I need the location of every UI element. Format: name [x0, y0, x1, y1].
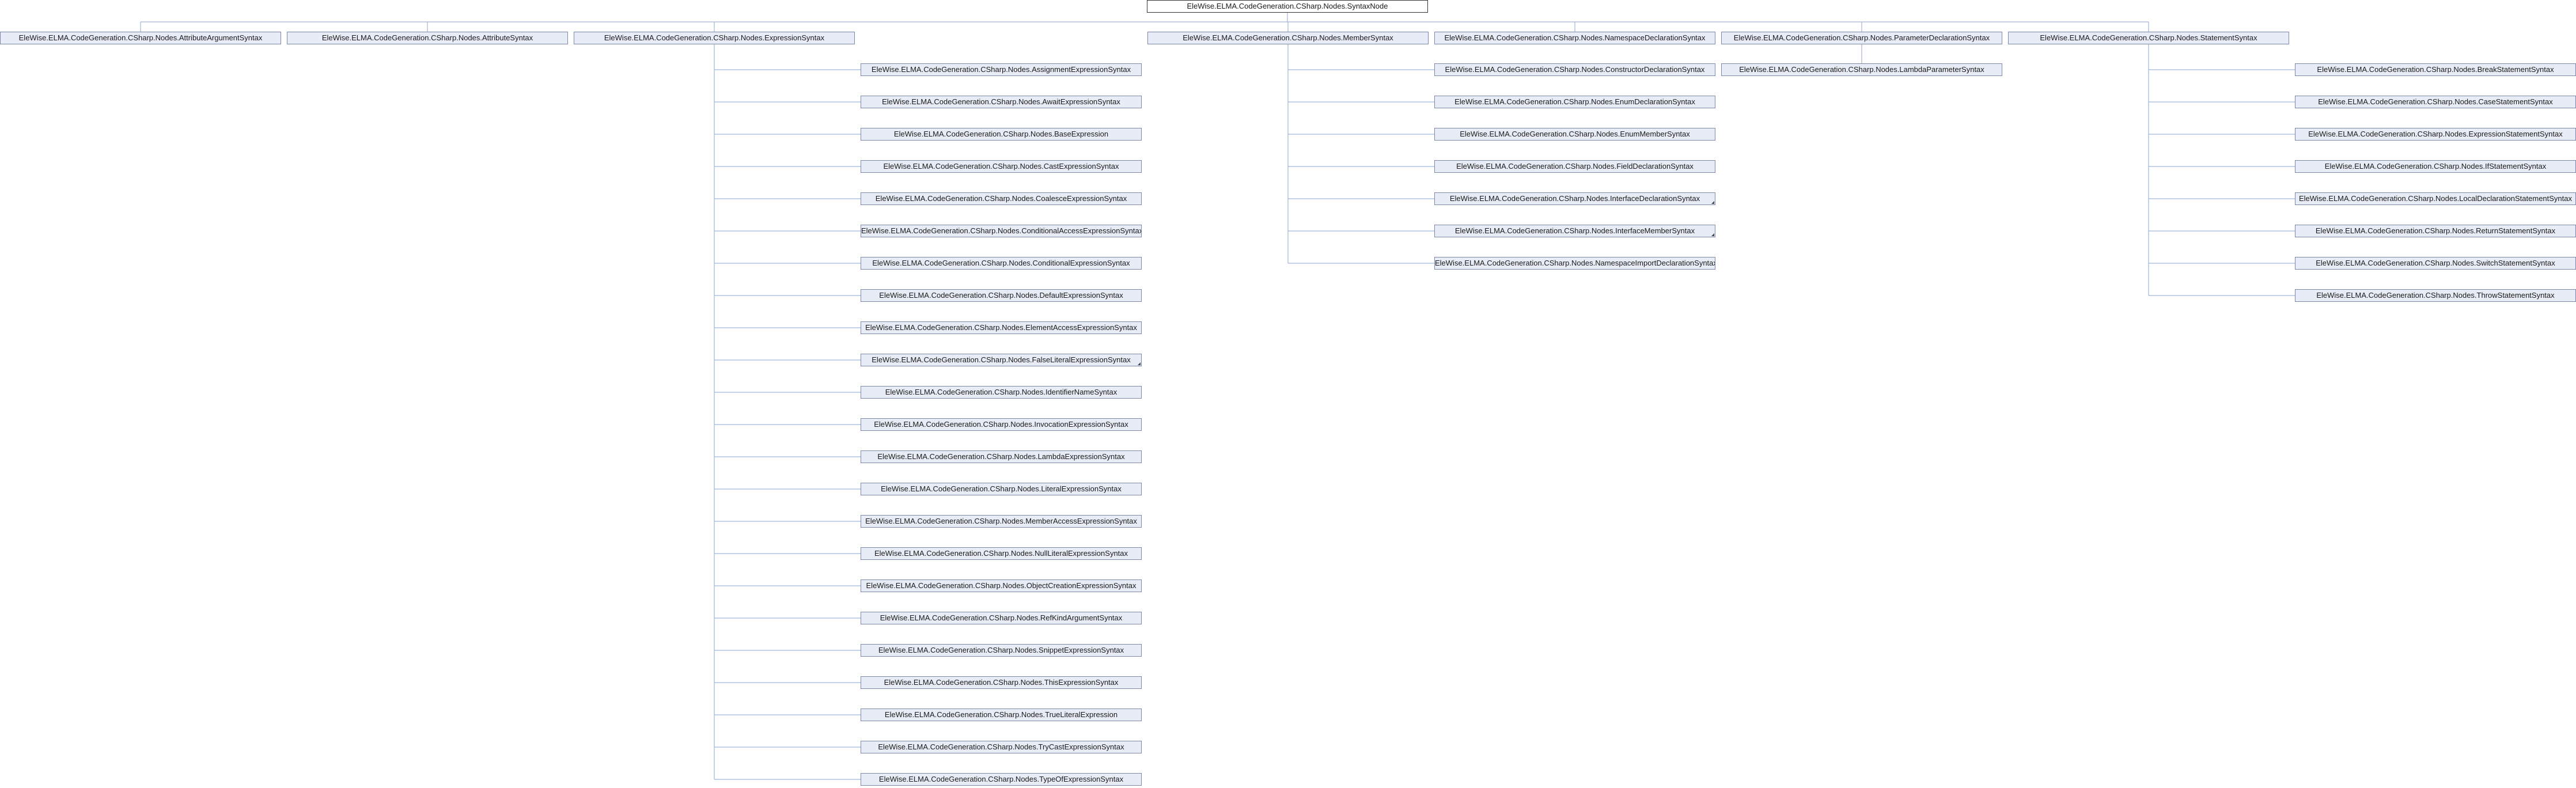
- collapsed-children-icon[interactable]: [1711, 201, 1714, 204]
- class-node-label: EleWise.ELMA.CodeGeneration.CSharp.Nodes…: [875, 194, 1127, 203]
- child-class-node[interactable]: EleWise.ELMA.CodeGeneration.CSharp.Nodes…: [861, 386, 1142, 399]
- class-node-label: EleWise.ELMA.CodeGeneration.CSharp.Nodes…: [865, 323, 1137, 332]
- class-node-label: EleWise.ELMA.CodeGeneration.CSharp.Nodes…: [1733, 33, 1990, 42]
- child-class-node[interactable]: EleWise.ELMA.CodeGeneration.CSharp.Nodes…: [861, 354, 1142, 366]
- root-class-node[interactable]: EleWise.ELMA.CodeGeneration.CSharp.Nodes…: [1147, 0, 1428, 13]
- collapsed-children-icon[interactable]: [1138, 362, 1141, 365]
- class-node-label: EleWise.ELMA.CodeGeneration.CSharp.Nodes…: [2298, 194, 2573, 203]
- class-node-label: EleWise.ELMA.CodeGeneration.CSharp.Nodes…: [878, 742, 1124, 751]
- level1-class-node[interactable]: EleWise.ELMA.CodeGeneration.CSharp.Nodes…: [1147, 32, 1429, 44]
- collapsed-children-icon[interactable]: [1711, 233, 1714, 236]
- child-class-node[interactable]: EleWise.ELMA.CodeGeneration.CSharp.Nodes…: [861, 547, 1142, 560]
- level1-class-node[interactable]: EleWise.ELMA.CodeGeneration.CSharp.Nodes…: [1434, 32, 1715, 44]
- class-node-label: EleWise.ELMA.CodeGeneration.CSharp.Nodes…: [1456, 162, 1694, 171]
- child-class-node[interactable]: EleWise.ELMA.CodeGeneration.CSharp.Nodes…: [1434, 192, 1715, 205]
- class-node-label: EleWise.ELMA.CodeGeneration.CSharp.Nodes…: [1454, 97, 1695, 106]
- class-node-label: EleWise.ELMA.CodeGeneration.CSharp.Nodes…: [1445, 65, 1705, 74]
- level1-class-node[interactable]: EleWise.ELMA.CodeGeneration.CSharp.Nodes…: [2008, 32, 2289, 44]
- class-node-label: EleWise.ELMA.CodeGeneration.CSharp.Nodes…: [2318, 97, 2553, 106]
- child-class-node[interactable]: EleWise.ELMA.CodeGeneration.CSharp.Nodes…: [861, 579, 1142, 592]
- child-class-node[interactable]: EleWise.ELMA.CodeGeneration.CSharp.Nodes…: [861, 741, 1142, 753]
- level1-class-node[interactable]: EleWise.ELMA.CodeGeneration.CSharp.Nodes…: [574, 32, 855, 44]
- class-node-label: EleWise.ELMA.CodeGeneration.CSharp.Nodes…: [1739, 65, 1984, 74]
- child-class-node[interactable]: EleWise.ELMA.CodeGeneration.CSharp.Nodes…: [1434, 96, 1715, 108]
- child-class-node[interactable]: EleWise.ELMA.CodeGeneration.CSharp.Nodes…: [861, 418, 1142, 431]
- child-class-node[interactable]: EleWise.ELMA.CodeGeneration.CSharp.Nodes…: [2295, 289, 2576, 302]
- class-node-label: EleWise.ELMA.CodeGeneration.CSharp.Nodes…: [893, 130, 1109, 138]
- class-node-label: EleWise.ELMA.CodeGeneration.CSharp.Nodes…: [878, 775, 1124, 783]
- class-node-label: EleWise.ELMA.CodeGeneration.CSharp.Nodes…: [884, 710, 1118, 719]
- class-node-label: EleWise.ELMA.CodeGeneration.CSharp.Nodes…: [1460, 130, 1690, 138]
- child-class-node[interactable]: EleWise.ELMA.CodeGeneration.CSharp.Nodes…: [2295, 128, 2576, 141]
- child-class-node[interactable]: EleWise.ELMA.CodeGeneration.CSharp.Nodes…: [861, 676, 1142, 689]
- child-class-node[interactable]: EleWise.ELMA.CodeGeneration.CSharp.Nodes…: [861, 612, 1142, 624]
- child-class-node[interactable]: EleWise.ELMA.CodeGeneration.CSharp.Nodes…: [1434, 63, 1715, 76]
- class-node-label: EleWise.ELMA.CodeGeneration.CSharp.Nodes…: [1187, 2, 1388, 10]
- class-node-label: EleWise.ELMA.CodeGeneration.CSharp.Nodes…: [866, 581, 1137, 590]
- class-node-label: EleWise.ELMA.CodeGeneration.CSharp.Nodes…: [1449, 194, 1700, 203]
- child-class-node[interactable]: EleWise.ELMA.CodeGeneration.CSharp.Nodes…: [861, 257, 1142, 270]
- child-class-node[interactable]: EleWise.ELMA.CodeGeneration.CSharp.Nodes…: [2295, 96, 2576, 108]
- class-node-label: EleWise.ELMA.CodeGeneration.CSharp.Nodes…: [865, 517, 1137, 525]
- class-node-label: EleWise.ELMA.CodeGeneration.CSharp.Nodes…: [1183, 33, 1393, 42]
- class-node-label: EleWise.ELMA.CodeGeneration.CSharp.Nodes…: [877, 452, 1125, 461]
- class-node-label: EleWise.ELMA.CodeGeneration.CSharp.Nodes…: [2040, 33, 2257, 42]
- class-node-label: EleWise.ELMA.CodeGeneration.CSharp.Nodes…: [321, 33, 533, 42]
- level1-class-node[interactable]: EleWise.ELMA.CodeGeneration.CSharp.Nodes…: [0, 32, 281, 44]
- class-node-label: EleWise.ELMA.CodeGeneration.CSharp.Nodes…: [604, 33, 825, 42]
- class-node-label: EleWise.ELMA.CodeGeneration.CSharp.Nodes…: [1454, 226, 1695, 235]
- class-node-label: EleWise.ELMA.CodeGeneration.CSharp.Nodes…: [883, 162, 1119, 171]
- child-class-node[interactable]: EleWise.ELMA.CodeGeneration.CSharp.Nodes…: [861, 160, 1142, 173]
- class-node-label: EleWise.ELMA.CodeGeneration.CSharp.Nodes…: [2316, 291, 2555, 300]
- child-class-node[interactable]: EleWise.ELMA.CodeGeneration.CSharp.Nodes…: [861, 515, 1142, 528]
- child-class-node[interactable]: EleWise.ELMA.CodeGeneration.CSharp.Nodes…: [861, 192, 1142, 205]
- class-node-label: EleWise.ELMA.CodeGeneration.CSharp.Nodes…: [874, 549, 1128, 558]
- class-node-label: EleWise.ELMA.CodeGeneration.CSharp.Nodes…: [879, 291, 1123, 300]
- child-class-node[interactable]: EleWise.ELMA.CodeGeneration.CSharp.Nodes…: [2295, 192, 2576, 205]
- class-node-label: EleWise.ELMA.CodeGeneration.CSharp.Nodes…: [872, 355, 1131, 364]
- child-class-node[interactable]: EleWise.ELMA.CodeGeneration.CSharp.Nodes…: [861, 644, 1142, 657]
- child-class-node[interactable]: EleWise.ELMA.CodeGeneration.CSharp.Nodes…: [1721, 63, 2002, 76]
- child-class-node[interactable]: EleWise.ELMA.CodeGeneration.CSharp.Nodes…: [861, 773, 1142, 786]
- class-node-label: EleWise.ELMA.CodeGeneration.CSharp.Nodes…: [2324, 162, 2547, 171]
- class-node-label: EleWise.ELMA.CodeGeneration.CSharp.Nodes…: [872, 259, 1130, 267]
- child-class-node[interactable]: EleWise.ELMA.CodeGeneration.CSharp.Nodes…: [861, 709, 1142, 721]
- class-node-label: EleWise.ELMA.CodeGeneration.CSharp.Nodes…: [18, 33, 263, 42]
- child-class-node[interactable]: EleWise.ELMA.CodeGeneration.CSharp.Nodes…: [861, 289, 1142, 302]
- level1-class-node[interactable]: EleWise.ELMA.CodeGeneration.CSharp.Nodes…: [287, 32, 568, 44]
- level1-class-node[interactable]: EleWise.ELMA.CodeGeneration.CSharp.Nodes…: [1721, 32, 2002, 44]
- class-node-label: EleWise.ELMA.CodeGeneration.CSharp.Nodes…: [880, 613, 1123, 622]
- child-class-node[interactable]: EleWise.ELMA.CodeGeneration.CSharp.Nodes…: [861, 483, 1142, 495]
- class-node-label: EleWise.ELMA.CodeGeneration.CSharp.Nodes…: [884, 678, 1119, 687]
- child-class-node[interactable]: EleWise.ELMA.CodeGeneration.CSharp.Nodes…: [861, 450, 1142, 463]
- child-class-node[interactable]: EleWise.ELMA.CodeGeneration.CSharp.Nodes…: [1434, 128, 1715, 141]
- class-node-label: EleWise.ELMA.CodeGeneration.CSharp.Nodes…: [1444, 33, 1706, 42]
- class-node-label: EleWise.ELMA.CodeGeneration.CSharp.Nodes…: [861, 226, 1142, 235]
- child-class-node[interactable]: EleWise.ELMA.CodeGeneration.CSharp.Nodes…: [1434, 160, 1715, 173]
- class-node-label: EleWise.ELMA.CodeGeneration.CSharp.Nodes…: [878, 646, 1124, 654]
- class-node-label: EleWise.ELMA.CodeGeneration.CSharp.Nodes…: [871, 65, 1131, 74]
- class-node-label: EleWise.ELMA.CodeGeneration.CSharp.Nodes…: [881, 484, 1122, 493]
- class-node-label: EleWise.ELMA.CodeGeneration.CSharp.Nodes…: [2308, 130, 2563, 138]
- child-class-node[interactable]: EleWise.ELMA.CodeGeneration.CSharp.Nodes…: [1434, 225, 1715, 237]
- child-class-node[interactable]: EleWise.ELMA.CodeGeneration.CSharp.Nodes…: [861, 225, 1142, 237]
- child-class-node[interactable]: EleWise.ELMA.CodeGeneration.CSharp.Nodes…: [861, 128, 1142, 141]
- class-node-label: EleWise.ELMA.CodeGeneration.CSharp.Nodes…: [2315, 226, 2556, 235]
- class-node-label: EleWise.ELMA.CodeGeneration.CSharp.Nodes…: [1435, 259, 1715, 267]
- class-node-label: EleWise.ELMA.CodeGeneration.CSharp.Nodes…: [882, 97, 1120, 106]
- child-class-node[interactable]: EleWise.ELMA.CodeGeneration.CSharp.Nodes…: [2295, 63, 2576, 76]
- class-node-label: EleWise.ELMA.CodeGeneration.CSharp.Nodes…: [2317, 65, 2554, 74]
- child-class-node[interactable]: EleWise.ELMA.CodeGeneration.CSharp.Nodes…: [861, 321, 1142, 334]
- child-class-node[interactable]: EleWise.ELMA.CodeGeneration.CSharp.Nodes…: [2295, 225, 2576, 237]
- class-node-label: EleWise.ELMA.CodeGeneration.CSharp.Nodes…: [885, 388, 1117, 396]
- child-class-node[interactable]: EleWise.ELMA.CodeGeneration.CSharp.Nodes…: [1434, 257, 1715, 270]
- class-node-label: EleWise.ELMA.CodeGeneration.CSharp.Nodes…: [874, 420, 1128, 429]
- child-class-node[interactable]: EleWise.ELMA.CodeGeneration.CSharp.Nodes…: [2295, 257, 2576, 270]
- class-node-label: EleWise.ELMA.CodeGeneration.CSharp.Nodes…: [2316, 259, 2555, 267]
- child-class-node[interactable]: EleWise.ELMA.CodeGeneration.CSharp.Nodes…: [2295, 160, 2576, 173]
- child-class-node[interactable]: EleWise.ELMA.CodeGeneration.CSharp.Nodes…: [861, 63, 1142, 76]
- child-class-node[interactable]: EleWise.ELMA.CodeGeneration.CSharp.Nodes…: [861, 96, 1142, 108]
